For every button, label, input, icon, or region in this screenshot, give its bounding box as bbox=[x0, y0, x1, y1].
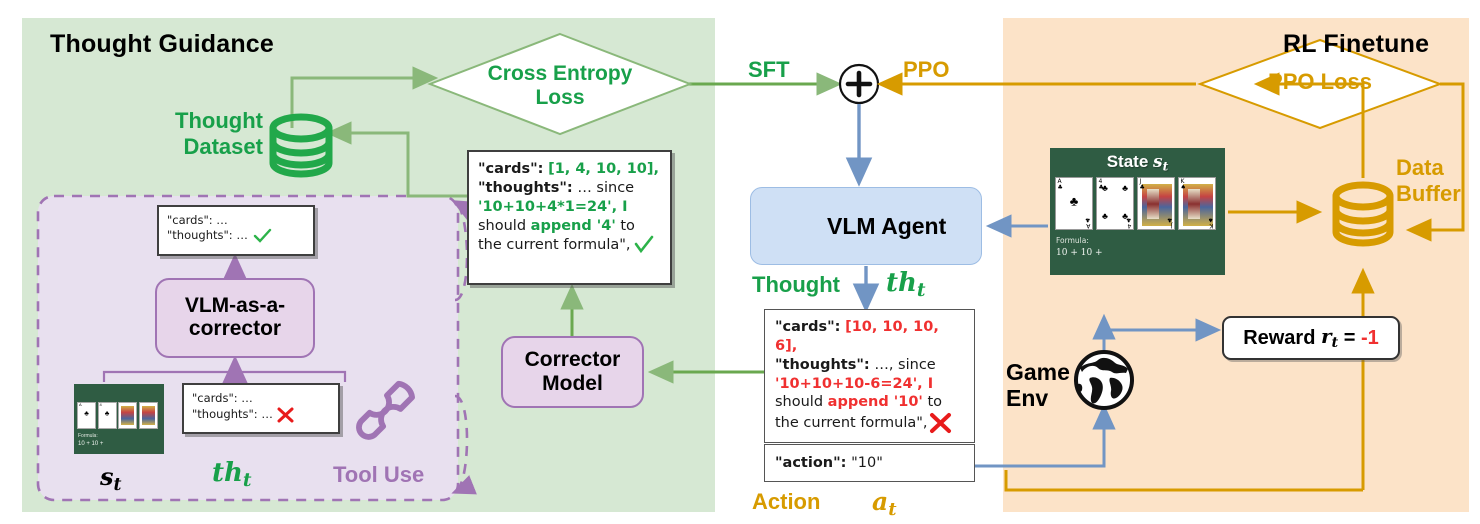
state-symbol-label: st bbox=[100, 462, 122, 495]
state-panel: State st A♣♣A♣ 4♣ ♣♣ ♣♣ 4♣ J♣J♣ K♠K♠ For… bbox=[1050, 148, 1225, 275]
thought-dataset-label: Thought Dataset bbox=[175, 108, 263, 159]
state-thumbnail-cards: A♣ 4♣ bbox=[77, 402, 164, 429]
thought-symbol-label: tht bbox=[886, 268, 926, 302]
mini-card: A♣ bbox=[77, 402, 96, 429]
vlm-as-a-corrector-box[interactable]: VLM-as-a- corrector bbox=[155, 278, 315, 358]
game-env-label: Game Env bbox=[1006, 359, 1070, 411]
agent-action-json-box: "action": "10" bbox=[764, 444, 975, 482]
state-panel-title: State st bbox=[1106, 152, 1169, 174]
thought-label: Thought bbox=[752, 272, 840, 297]
action-symbol-label: at bbox=[872, 487, 897, 521]
page-title-rl-finetune: RL Finetune bbox=[1283, 30, 1430, 58]
action-label: Action bbox=[752, 489, 821, 514]
cross-mark-icon bbox=[929, 413, 951, 434]
thought-symbol-label-left: tht bbox=[212, 458, 252, 492]
page-title-thought-guidance: Thought Guidance bbox=[50, 30, 275, 58]
check-mark-icon bbox=[634, 236, 653, 254]
state-thumbnail: A♣ 4♣ Formula: 10 + 10 + bbox=[74, 384, 164, 454]
playing-card: K♠K♠ bbox=[1178, 177, 1216, 231]
ppo-label: PPO bbox=[903, 57, 950, 82]
state-formula-value: 10 + 10 + bbox=[1056, 248, 1103, 259]
mini-card bbox=[118, 402, 137, 429]
state-cards-row: A♣♣A♣ 4♣ ♣♣ ♣♣ 4♣ J♣J♣ K♠K♠ bbox=[1055, 177, 1225, 231]
corrected-thought-json-box: "cards": [1, 4, 10, 10], "thoughts": … s… bbox=[467, 150, 672, 285]
ppo-loss-label: PPO Loss bbox=[1268, 69, 1372, 94]
mini-card: 4♣ bbox=[97, 402, 117, 429]
vlm-agent-box[interactable]: VLM Agent bbox=[750, 187, 982, 265]
sft-label: SFT bbox=[748, 57, 790, 82]
playing-card: J♣J♣ bbox=[1137, 177, 1175, 231]
tool-use-label: Tool Use bbox=[333, 462, 425, 487]
corrector-input-json-box: "cards": … "thoughts": … bbox=[182, 383, 340, 434]
cross-mark-icon bbox=[277, 407, 294, 423]
cross-entropy-loss-label: Cross Entropy Loss bbox=[487, 62, 633, 109]
data-buffer-label: Data Buffer bbox=[1396, 155, 1461, 206]
playing-card: 4♣ ♣♣ ♣♣ 4♣ bbox=[1096, 177, 1134, 231]
mini-card bbox=[138, 402, 158, 429]
check-mark-icon bbox=[253, 228, 272, 243]
playing-card: A♣♣A♣ bbox=[1055, 177, 1093, 231]
state-formula-label: Formula: bbox=[1056, 236, 1089, 246]
agent-thought-json-box: "cards": [10, 10, 10, 6], "thoughts": …,… bbox=[764, 309, 975, 443]
corrector-model-box[interactable]: Corrector Model bbox=[501, 336, 644, 408]
reward-box: Reward rt = -1 bbox=[1222, 316, 1400, 360]
corrector-output-json-box: "cards": … "thoughts": … bbox=[157, 205, 315, 256]
